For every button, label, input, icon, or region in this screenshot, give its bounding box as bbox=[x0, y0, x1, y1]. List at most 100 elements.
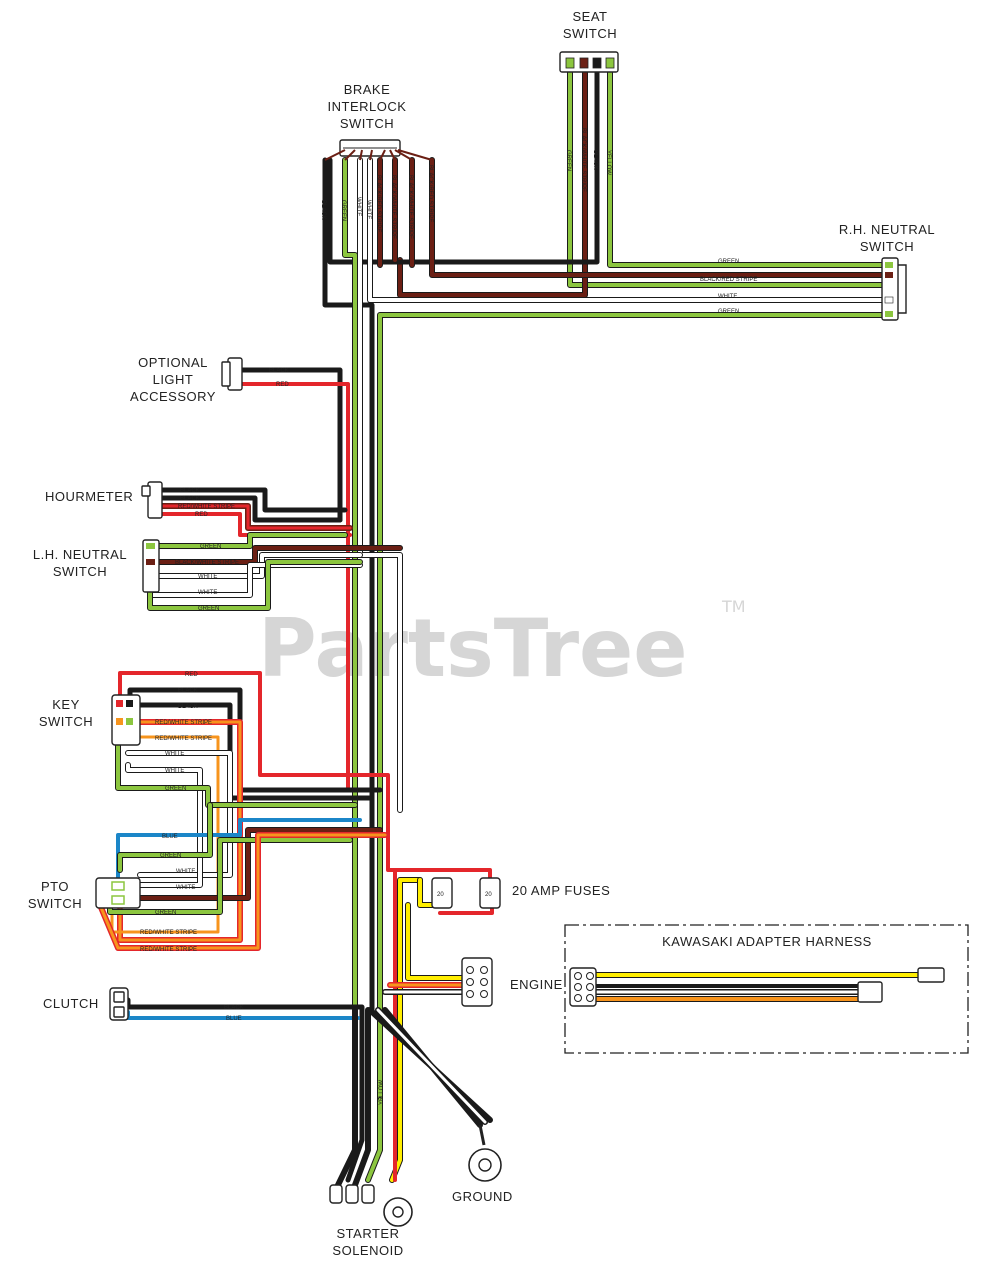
wire-label-hour-red-white: RED/WHITE STRIPE bbox=[178, 504, 235, 510]
pto-switch-label-2: SWITCH bbox=[28, 896, 82, 911]
optional-light-connector bbox=[221, 357, 243, 391]
wire-label-key-black-1: BLACK bbox=[178, 688, 198, 694]
wire-seat-black-white bbox=[397, 62, 588, 298]
wire-label-pto-white-1: WHITE bbox=[176, 869, 195, 875]
wire-lh-black-white bbox=[155, 545, 403, 565]
wire-pto-black-red bbox=[137, 827, 383, 901]
wire-brake-black bbox=[322, 157, 375, 1013]
wire-brake-white bbox=[357, 157, 403, 813]
wire-label-lh-green-2: GREEN bbox=[198, 606, 219, 612]
wire-label-key-red-white-2: RED/WHITE STRIPE bbox=[155, 736, 212, 742]
wire-key-red-white-2 bbox=[110, 735, 220, 934]
wire-label-brake-black-white-2: BLACK/WHITE STRIPE bbox=[407, 175, 413, 239]
wire-trunk-black-solenoid-2 bbox=[352, 1007, 371, 1188]
wire-key-white-2 bbox=[125, 762, 203, 888]
kawasaki-terminal-2 bbox=[857, 981, 883, 1003]
starter-solenoid-terminals bbox=[329, 1184, 413, 1227]
brake-switch-label-2: INTERLOCK bbox=[328, 99, 407, 114]
wire-label-clutch-black: BLACK bbox=[224, 1005, 244, 1011]
components: 20 20 bbox=[95, 51, 969, 1227]
optional-light-label-3: ACCESSORY bbox=[130, 389, 216, 404]
wire-key-white-1 bbox=[125, 750, 233, 878]
fuses-label: 20 AMP FUSES bbox=[512, 883, 610, 898]
wire-hour-red-white bbox=[157, 503, 353, 531]
hourmeter-label: HOURMETER bbox=[45, 489, 133, 504]
wire-lh-white-2 bbox=[147, 562, 363, 598]
wire-label-lh-white-1: WHITE bbox=[198, 574, 217, 580]
wire-seat-black bbox=[327, 62, 600, 265]
wire-clutch-black bbox=[125, 997, 365, 1183]
seat-switch-label-1: SEAT bbox=[573, 9, 608, 24]
wire-label-key-white-1: WHITE bbox=[165, 751, 184, 757]
wire-label-pto-green-2: GREEN bbox=[155, 910, 176, 916]
wire-rh-black-red bbox=[429, 157, 888, 278]
wire-brake-green bbox=[342, 157, 358, 1013]
ground-ring bbox=[468, 1124, 502, 1182]
rh-neutral-label-1: R.H. NEUTRAL bbox=[839, 222, 935, 237]
wire-label-brake-black-red: BLACK/RED STRIPE bbox=[375, 175, 381, 232]
kawasaki-connector bbox=[569, 967, 597, 1007]
wire-label-brake-black: BLACK bbox=[320, 200, 326, 220]
kawasaki-harness-label: KAWASAKI ADAPTER HARNESS bbox=[662, 934, 872, 949]
wire-label-seat-yellow: YELLOW bbox=[605, 150, 611, 175]
component-labels: SEAT SWITCH BRAKE INTERLOCK SWITCH R.H. … bbox=[28, 9, 935, 1258]
wire-seat-white bbox=[607, 62, 888, 268]
wire-light-red bbox=[238, 382, 350, 792]
wire-key-red-white bbox=[117, 719, 243, 943]
wire-label-light-black: BLACK bbox=[269, 368, 289, 374]
kawasaki-terminal-1 bbox=[917, 967, 945, 983]
wire-label-lh-green-1: GREEN bbox=[200, 544, 221, 550]
pto-switch-label-1: PTO bbox=[41, 879, 69, 894]
rh-neutral-connector bbox=[881, 257, 907, 321]
ground-label: GROUND bbox=[452, 1189, 513, 1204]
wire-label-brake-black-red-2: BLACK/RED STRIPE bbox=[427, 165, 433, 222]
wire-trunk-black-solenoid bbox=[335, 1007, 358, 1188]
wire-label-rh-black-red: BLACK/RED STRIPE bbox=[700, 277, 757, 283]
wire-light-black bbox=[237, 367, 343, 523]
wire-trunk-green-solenoid bbox=[365, 1097, 383, 1183]
key-switch-label-2: SWITCH bbox=[39, 714, 93, 729]
wire-key-red bbox=[118, 671, 442, 872]
wire-label-seat-green: GREEN bbox=[565, 150, 571, 171]
wire-label-key-black-2: BLACK bbox=[178, 704, 198, 710]
wire-label-brake-white-1: WHITE bbox=[355, 197, 361, 216]
fuse-1-value: 20 bbox=[437, 892, 444, 898]
wire-rh-green bbox=[377, 312, 888, 1103]
wire-label-rh-green-2: GREEN bbox=[718, 309, 739, 315]
key-switch-label-1: KEY bbox=[52, 697, 80, 712]
seat-switch-label-2: SWITCH bbox=[563, 26, 617, 41]
optional-light-label-2: LIGHT bbox=[153, 372, 194, 387]
wire-label-pto-blue: BLUE bbox=[162, 834, 178, 840]
starter-solenoid-label-1: STARTER bbox=[337, 1226, 400, 1241]
wire-label-lh-black-white: BLACK/WHITE STRIPE bbox=[175, 560, 239, 566]
wire-label-key-red: RED bbox=[185, 672, 198, 678]
kawasaki-harness-box bbox=[564, 924, 969, 1054]
wire-label-brake-green: GREEN bbox=[340, 200, 346, 221]
wire-lh-green-2 bbox=[147, 559, 363, 611]
wire-key-black-1 bbox=[127, 687, 383, 793]
wire-hour-black-1 bbox=[157, 487, 348, 513]
lh-neutral-label-2: SWITCH bbox=[53, 564, 107, 579]
wire-label-light-red: RED bbox=[276, 382, 289, 388]
fuse-2-value: 20 bbox=[485, 892, 492, 898]
wire-label-brake-black-white: BLACK/WHITE STRIPE bbox=[390, 175, 396, 239]
watermark-trademark: TM bbox=[721, 597, 746, 616]
wire-clutch-blue bbox=[126, 1010, 360, 1020]
wire-label-clutch-blue: BLUE bbox=[226, 1016, 242, 1022]
wire-label-pto-white-2: WHITE bbox=[176, 885, 195, 891]
wires bbox=[97, 62, 923, 1188]
wire-key-green bbox=[115, 737, 358, 808]
hourmeter-connector bbox=[141, 481, 163, 519]
brake-interlock-connector bbox=[324, 139, 433, 161]
fuse-2: 20 bbox=[479, 877, 501, 909]
wire-label-hour-red: RED bbox=[195, 512, 208, 518]
brake-switch-label-3: SWITCH bbox=[340, 116, 394, 131]
wire-label-hour-black-2: BLACK bbox=[180, 496, 200, 502]
wire-label-seat-black: BLACK bbox=[592, 150, 598, 170]
wire-hour-black-2 bbox=[157, 495, 343, 523]
starter-solenoid-label-2: SOLENOID bbox=[332, 1243, 403, 1258]
engine-connector bbox=[461, 957, 493, 1007]
wire-pto-green-2 bbox=[107, 837, 353, 915]
rh-neutral-label-2: SWITCH bbox=[860, 239, 914, 254]
